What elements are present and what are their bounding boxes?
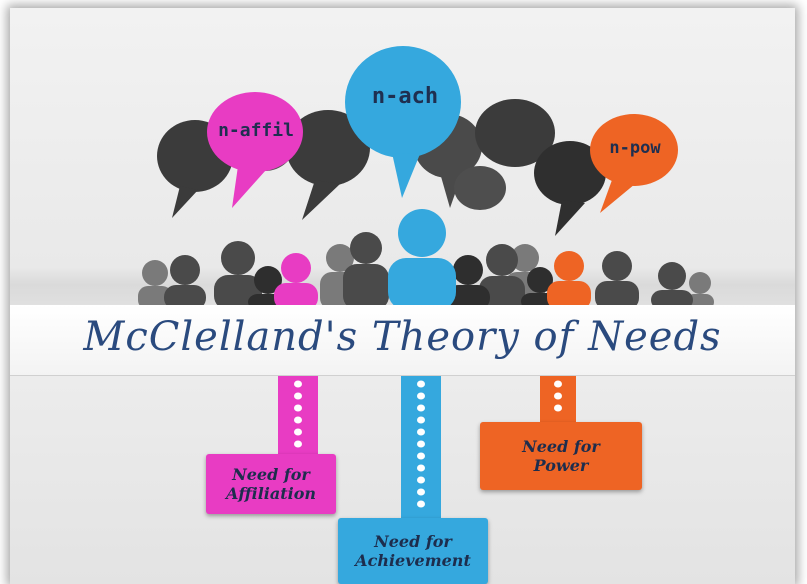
need-achievement-label: Need for Achievement: [355, 532, 471, 570]
page-title: McClelland's Theory of Needs: [83, 314, 722, 360]
magenta-person: [274, 253, 318, 310]
infographic-frame: n-affil n-ach n-pow McClelland's Theory …: [10, 8, 795, 584]
need-achievement-box: Need for Achievement: [338, 518, 488, 584]
connector-dot: [417, 428, 425, 436]
connector-dots: [294, 380, 562, 508]
illustration: [138, 46, 714, 525]
n-pow-label: n-pow: [609, 138, 661, 158]
connector-dot: [294, 428, 302, 436]
connector-dot: [554, 404, 562, 412]
connector-dot: [294, 440, 302, 448]
connector-dot: [554, 380, 562, 388]
connector-dot: [294, 380, 302, 388]
connector-dot: [294, 392, 302, 400]
connector-dot: [417, 500, 425, 508]
connector-dot: [417, 404, 425, 412]
n-affil-label: n-affil: [218, 120, 294, 141]
affil-speech-bubble: [207, 92, 303, 208]
need-power-box: Need for Power: [480, 422, 642, 490]
connector-dot: [417, 488, 425, 496]
orange-person: [547, 251, 591, 310]
title-band: [10, 305, 795, 376]
blue-person: [388, 209, 456, 310]
connector-dot: [417, 452, 425, 460]
n-ach-label: n-ach: [371, 84, 439, 109]
need-affiliation-label: Need for Affiliation: [225, 465, 317, 503]
need-affiliation-box: Need for Affiliation: [206, 454, 336, 514]
ach-speech-bubble: [345, 46, 461, 198]
connector-dot: [417, 440, 425, 448]
connector-dot: [417, 476, 425, 484]
pow-speech-bubble: [590, 114, 678, 213]
connector-dot: [417, 380, 425, 388]
connector-dot: [294, 404, 302, 412]
connector-dot: [417, 416, 425, 424]
crowd-silhouettes: [138, 209, 714, 310]
connector-dot: [554, 392, 562, 400]
need-power-label: Need for Power: [522, 437, 600, 475]
connector-dot: [417, 392, 425, 400]
connector-dot: [417, 464, 425, 472]
connector-dot: [294, 416, 302, 424]
achievement-connector: [401, 375, 441, 525]
